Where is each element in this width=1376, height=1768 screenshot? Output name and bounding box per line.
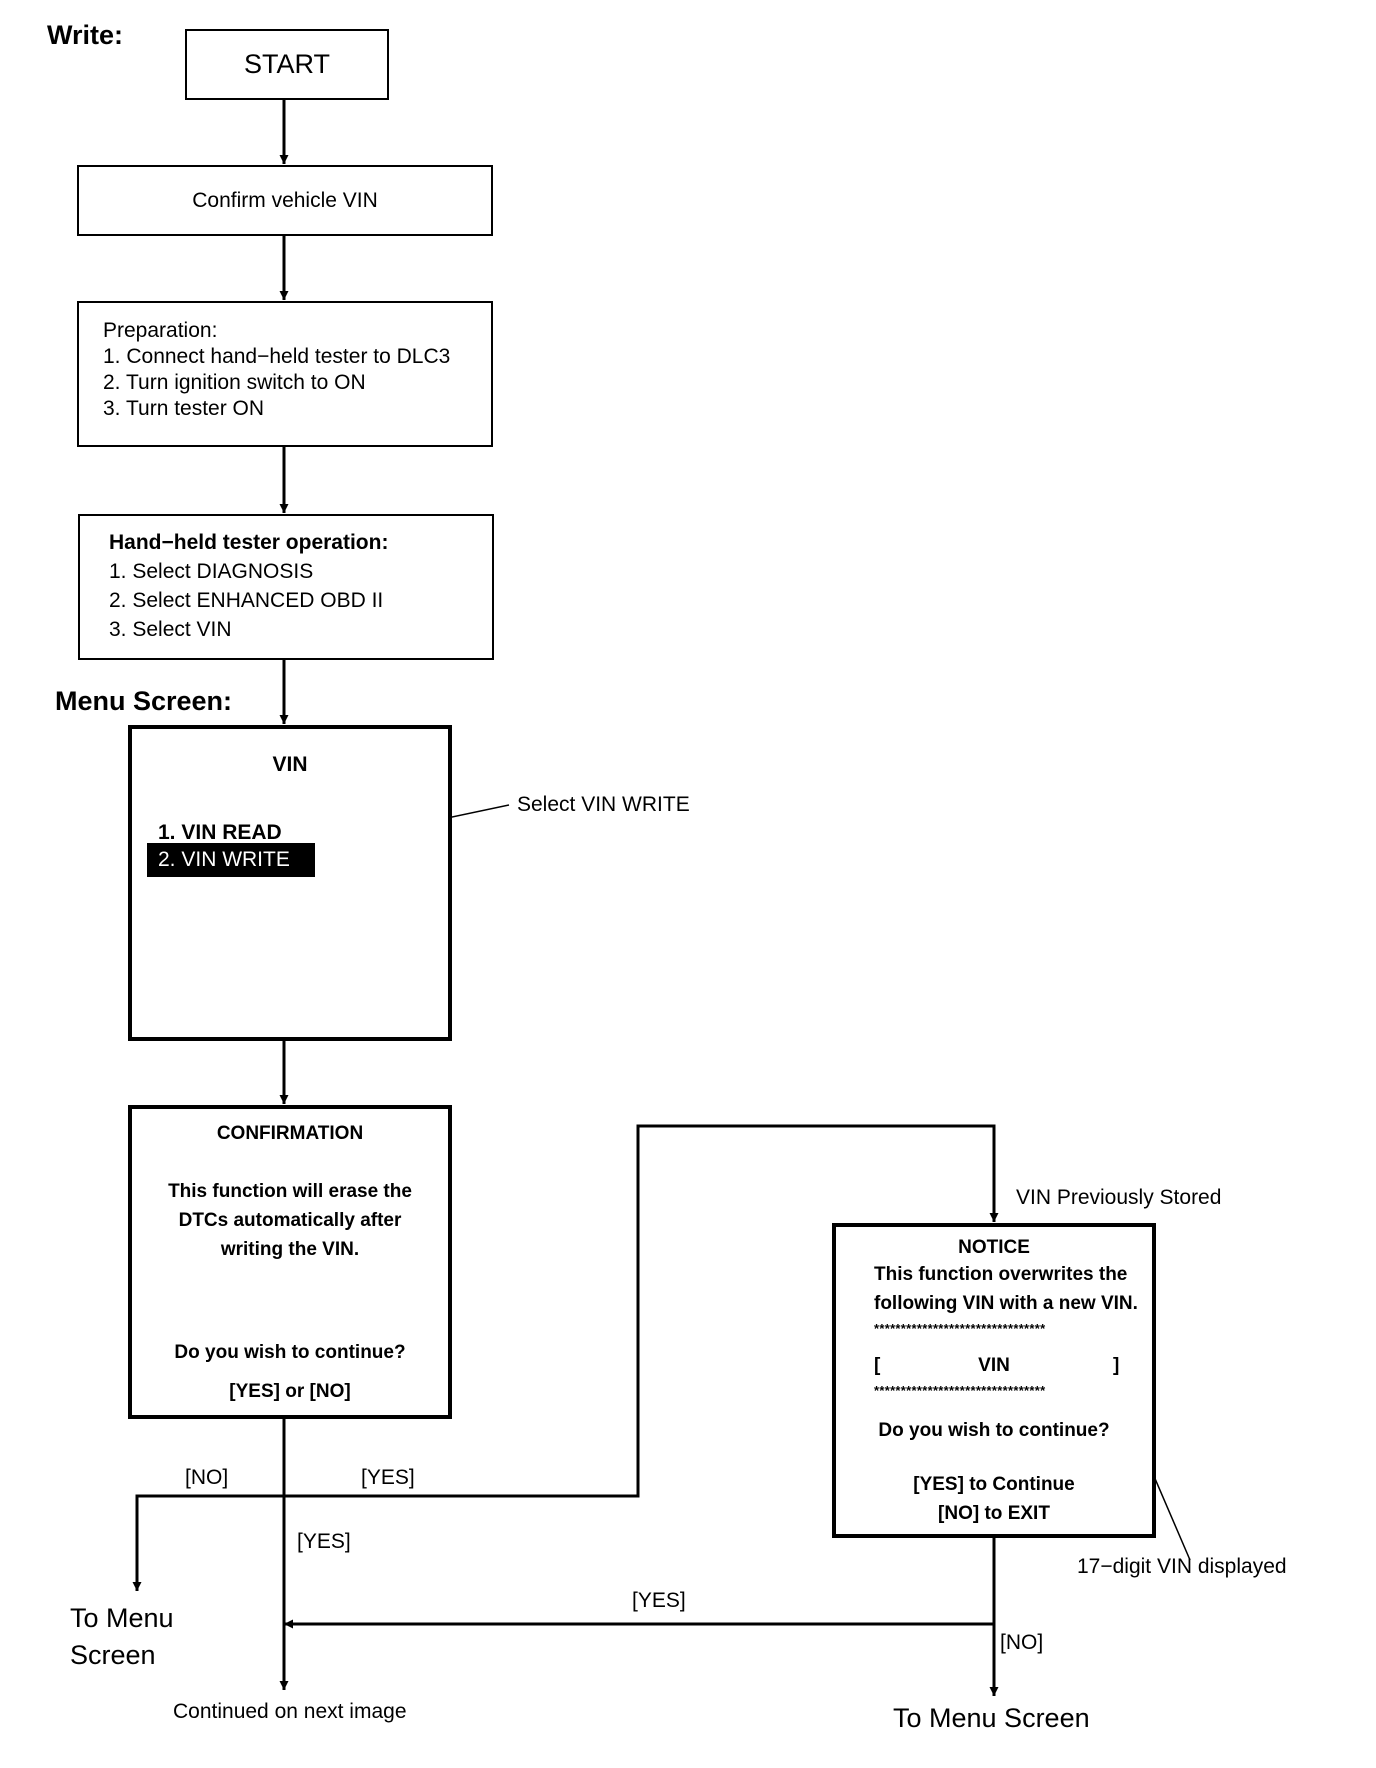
notice-vin-label: VIN <box>978 1355 1010 1376</box>
notice-yes-label: [YES] <box>632 1589 686 1612</box>
notice-title: NOTICE <box>958 1237 1030 1258</box>
preparation-step: 2. Turn ignition switch to ON <box>103 371 366 394</box>
notice-message-line: following VIN with a new VIN. <box>874 1293 1138 1314</box>
vin-previously-stored-label: VIN Previously Stored <box>1016 1186 1222 1209</box>
menu-screen-box: VIN 1. VIN READ 2. VIN WRITE <box>128 725 452 1041</box>
vin-open-bracket: [ <box>874 1355 881 1376</box>
arrow-no-to-menu <box>132 1494 284 1591</box>
confirmation-message-line: DTCs automatically after <box>178 1210 402 1231</box>
to-menu-line: Screen <box>70 1640 156 1670</box>
preparation-box: Preparation: 1. Connect hand−held tester… <box>77 301 493 447</box>
preparation-step: 3. Turn tester ON <box>103 397 265 420</box>
menu-item-vin-write: 2. VIN WRITE <box>147 843 315 877</box>
notice-message-line: This function overwrites the <box>874 1264 1128 1285</box>
notice-yes-option: [YES] to Continue <box>913 1474 1075 1495</box>
branch-yes-down-label: [YES] <box>297 1530 351 1553</box>
to-menu-screen-left: To Menu Screen <box>70 1600 174 1674</box>
tester-operation-step: 1. Select DIAGNOSIS <box>109 560 314 583</box>
confirmation-message-line: This function will erase the <box>168 1181 412 1202</box>
confirm-vin-box: Confirm vehicle VIN <box>77 165 493 236</box>
notice-screen-box: NOTICE This function overwrites the foll… <box>832 1223 1156 1538</box>
notice-no-label: [NO] <box>1000 1631 1044 1654</box>
confirm-vin-label: Confirm vehicle VIN <box>192 188 378 212</box>
select-vin-write-callout: Select VIN WRITE <box>517 793 690 816</box>
menu-screen-heading: Menu Screen: <box>55 686 233 716</box>
tester-operation-box: Hand−held tester operation: 1. Select DI… <box>78 514 494 660</box>
vin-close-bracket: ] <box>1113 1355 1120 1376</box>
branch-no-label: [NO] <box>185 1466 229 1489</box>
branch-yes-label: [YES] <box>361 1466 415 1489</box>
notice-stars-bottom: ******************************** <box>874 1383 1046 1398</box>
tester-operation-step: 2. Select ENHANCED OBD II <box>109 589 384 612</box>
confirmation-screen-box: CONFIRMATION This function will erase th… <box>128 1105 452 1419</box>
write-heading: Write: <box>47 20 124 50</box>
notice-stars-top: ******************************** <box>874 1321 1046 1336</box>
menu-screen-title: VIN <box>272 753 308 776</box>
confirmation-message-line: writing the VIN. <box>220 1239 360 1260</box>
to-menu-screen-right: To Menu Screen <box>893 1703 1090 1733</box>
confirmation-options: [YES] or [NO] <box>229 1381 351 1402</box>
start-box: START <box>185 29 389 100</box>
confirmation-question: Do you wish to continue? <box>174 1342 406 1363</box>
notice-question: Do you wish to continue? <box>878 1420 1110 1441</box>
tester-operation-step: 3. Select VIN <box>109 618 232 641</box>
start-label: START <box>243 49 330 79</box>
preparation-title: Preparation: <box>103 319 218 342</box>
to-menu-line: To Menu <box>70 1603 174 1633</box>
preparation-step: 1. Connect hand−held tester to DLC3 <box>103 345 451 368</box>
continued-label: Continued on next image <box>173 1700 407 1723</box>
tester-operation-title: Hand−held tester operation: <box>109 531 389 554</box>
confirmation-title: CONFIRMATION <box>216 1123 364 1144</box>
menu-item-vin-read: 1. VIN READ <box>158 821 282 844</box>
arrow-yes-to-notice <box>284 1124 999 1498</box>
17-digit-vin-callout: 17−digit VIN displayed <box>1077 1555 1287 1578</box>
notice-no-option: [NO] to EXIT <box>938 1503 1050 1524</box>
